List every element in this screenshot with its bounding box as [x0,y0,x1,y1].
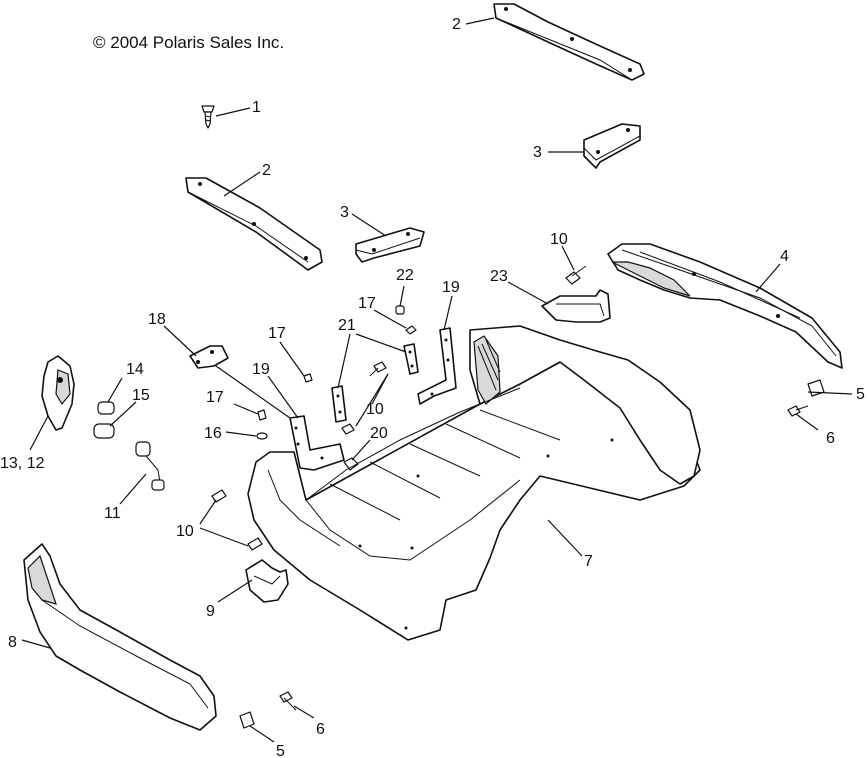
part-screw-10-upper [565,265,587,285]
part-bulb-15 [93,423,115,439]
part-screw-6-right [787,405,809,417]
part-bracket-9 [245,559,289,603]
callout-17-lower: 17 [206,389,224,406]
callout-2-left: 2 [262,162,271,179]
part-washer-16 [256,432,268,440]
callout-21: 21 [338,317,356,334]
callout-1: 1 [252,99,261,116]
callout-7: 7 [584,553,593,570]
callout-3-middle: 3 [340,204,349,221]
part-clip-5-lower [239,711,255,729]
part-trim-strip-left [185,177,323,271]
callout-17-upper: 17 [358,295,376,312]
part-nut-22 [395,305,405,315]
callout-19-right: 19 [442,279,460,296]
callout-labels: 2 1 3 2 3 10 4 23 22 19 17 21 18 17 5 14… [0,16,865,758]
part-rear-body [247,325,701,641]
part-wire-harness-11 [135,441,165,491]
part-screw-6-lower [279,691,297,711]
part-screw-17-upper [405,325,417,335]
callout-10-left: 10 [176,523,194,540]
callout-22: 22 [396,267,414,284]
part-bracket-23 [541,289,611,323]
callout-23: 23 [490,268,508,285]
callout-9: 9 [206,603,215,620]
part-bracket-21-b [331,385,347,423]
callout-4: 4 [780,248,789,265]
part-screw-17-mid [303,373,313,383]
part-fender-left [23,543,217,731]
part-screw-10-middle [341,361,387,435]
callout-11: 11 [104,505,121,522]
callout-18: 18 [148,311,166,328]
part-bracket-19-right [417,327,457,405]
callout-15: 15 [132,387,150,404]
callout-6-right: 6 [826,430,835,447]
callout-16: 16 [204,425,222,442]
part-screw-17-lower [257,409,267,421]
callout-8: 8 [8,634,17,651]
callout-14: 14 [126,361,144,378]
part-bracket-19-left [289,415,345,471]
callout-2-upper: 2 [452,16,461,33]
part-screw-1 [201,105,215,129]
callout-3-upper: 3 [533,144,542,161]
part-clip-5-right [807,379,825,397]
callout-10-middle: 10 [366,401,384,418]
part-fender-right [607,243,843,369]
copyright-notice: © 2004 Polaris Sales Inc. [93,33,284,52]
part-screw-10-left [211,489,263,551]
callout-10-upper: 10 [550,231,568,248]
callout-5-right: 5 [856,386,865,403]
callout-19-left: 19 [252,361,270,378]
callout-6-lower: 6 [316,721,325,738]
callout-20: 20 [370,425,388,442]
part-bracket-upper-right [583,123,641,169]
part-trim-strip-upper [493,3,645,81]
part-bracket-18 [189,345,229,369]
part-bracket-middle [355,227,425,263]
callout-13-12: 13, 12 [0,455,45,472]
part-bolt-20 [343,457,359,471]
leader-lines [21,17,853,743]
part-bulb-14 [97,401,115,415]
part-bracket-21-a [403,343,419,375]
callout-17-middle: 17 [268,325,286,342]
part-tail-light [41,355,75,431]
callout-5-lower: 5 [276,743,285,758]
